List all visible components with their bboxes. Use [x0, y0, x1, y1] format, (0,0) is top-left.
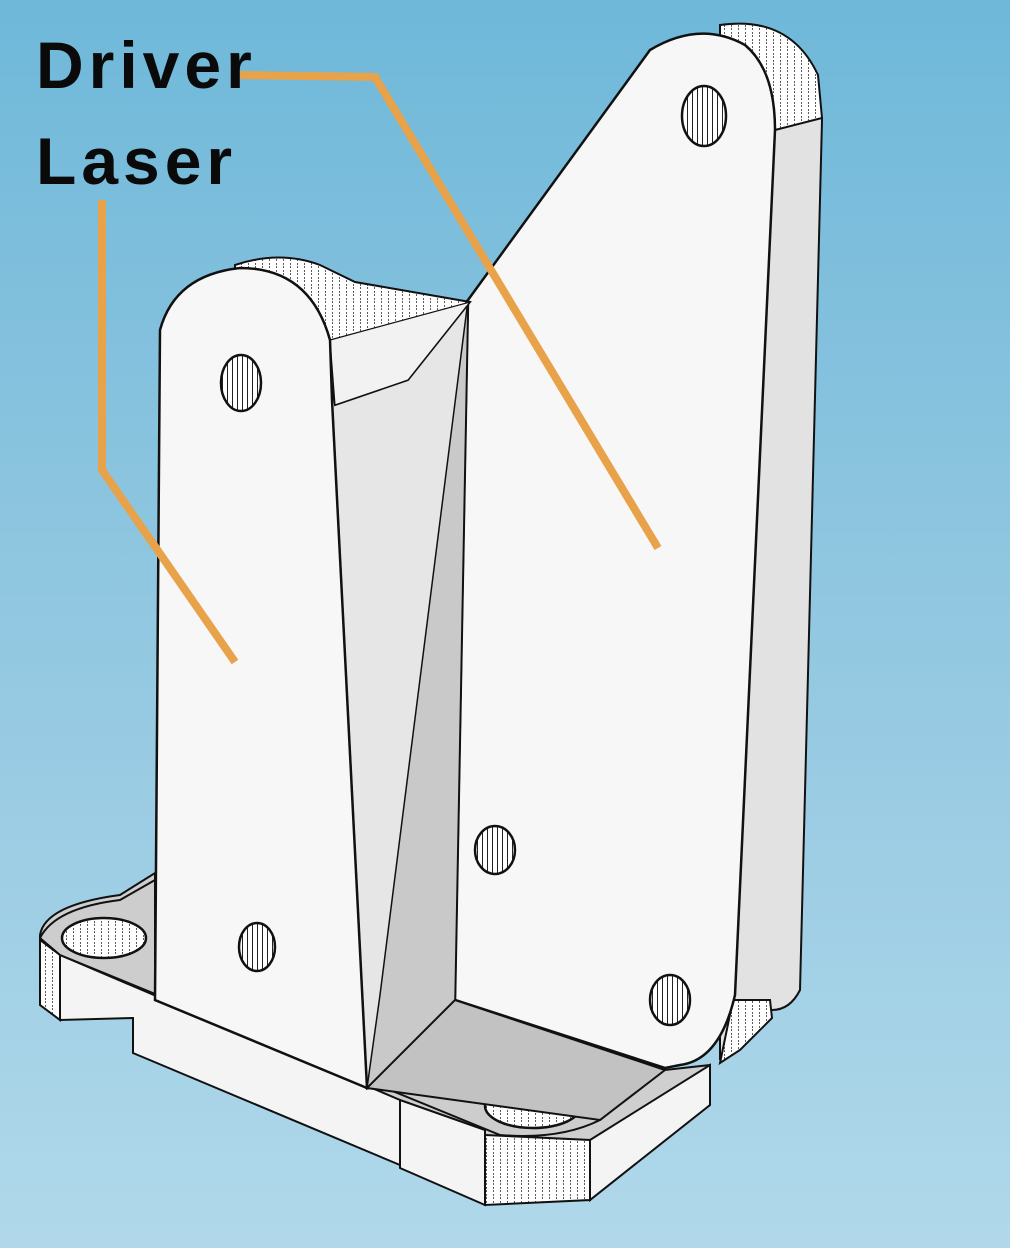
gusset	[330, 297, 668, 1122]
leader-lines	[98, 71, 662, 665]
laser-leader-line	[98, 200, 239, 665]
driver-hole-middle	[473, 824, 517, 876]
driver-label: Driver	[36, 28, 257, 102]
laser-hole-top	[219, 353, 263, 413]
driver-hole-bottom	[648, 973, 692, 1027]
driver-plate	[453, 22, 824, 1070]
driver-leader-line	[239, 71, 662, 551]
laser-hole-bottom	[237, 921, 277, 973]
laser-label: Laser	[36, 124, 238, 198]
base-hole-left	[60, 916, 148, 960]
driver-hole-top	[680, 84, 728, 148]
laser-plate	[153, 256, 472, 1090]
